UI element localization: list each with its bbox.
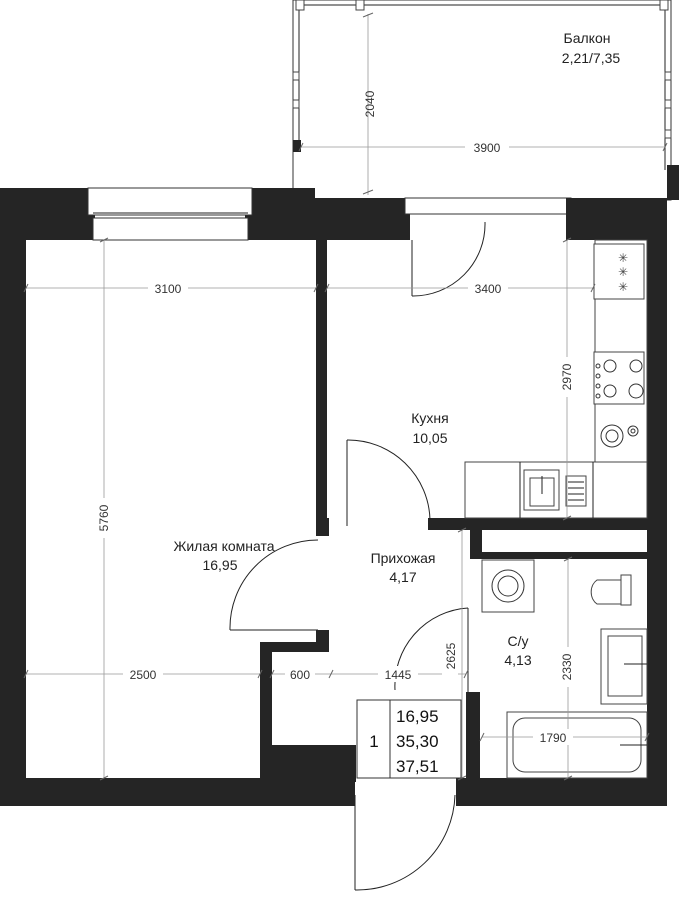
balcony-dimensions: 2040 3900 [298, 12, 668, 195]
dim-balcony-width: 3900 [474, 141, 501, 155]
hall-name: Прихожая [371, 550, 436, 566]
dim-kitchen-depth: 2970 [560, 363, 574, 390]
hall-area: 4,17 [389, 569, 416, 585]
bath-area: 4,13 [504, 652, 531, 668]
svg-text:✳: ✳ [618, 251, 628, 265]
dim-bath-width: 1790 [540, 731, 567, 745]
kitchen-area: 10,05 [412, 430, 447, 446]
walls [0, 187, 667, 806]
dim-living-bottom-width: 2500 [130, 668, 157, 682]
dim-living-width: 3100 [155, 282, 182, 296]
doors [229, 221, 486, 891]
svg-text:✳: ✳ [618, 265, 628, 279]
dim-kitchen-width: 3400 [475, 282, 502, 296]
bath-name: С/у [508, 633, 529, 649]
dimension-lines: 3100 3400 2970 5760 2500 600 1445 26 [23, 237, 650, 781]
summary-total-area: 35,30 [396, 732, 439, 751]
balcony [292, 0, 679, 201]
kitchen-name: Кухня [411, 410, 448, 426]
balcony-area: 2,21/7,35 [562, 50, 621, 66]
dim-living-depth: 5760 [97, 504, 111, 531]
rooms-count: 1 [369, 732, 378, 751]
living-area: 16,95 [202, 557, 237, 573]
bathroom-fixtures [481, 559, 648, 779]
living-name: Жилая комната [173, 538, 274, 554]
balcony-name: Балкон [564, 30, 611, 46]
svg-text:✳: ✳ [618, 280, 628, 294]
summary-living-area: 16,95 [396, 707, 439, 726]
summary-total-with-balcony: 37,51 [396, 757, 439, 776]
dim-balcony-height: 2040 [363, 90, 377, 117]
dim-hall-width-1: 600 [290, 668, 310, 682]
dim-bath-depth: 2330 [560, 653, 574, 680]
dim-hall-depth: 2625 [444, 642, 458, 669]
balcony-label: Балкон 2,21/7,35 [562, 30, 621, 66]
kitchen-fixtures: ✳ ✳ ✳ [464, 239, 648, 519]
dim-hall-width-2: 1445 [385, 668, 412, 682]
room-labels: Кухня 10,05 Жилая комната 16,95 Прихожая… [173, 410, 531, 668]
area-summary: 1 16,95 35,30 37,51 [356, 699, 462, 779]
